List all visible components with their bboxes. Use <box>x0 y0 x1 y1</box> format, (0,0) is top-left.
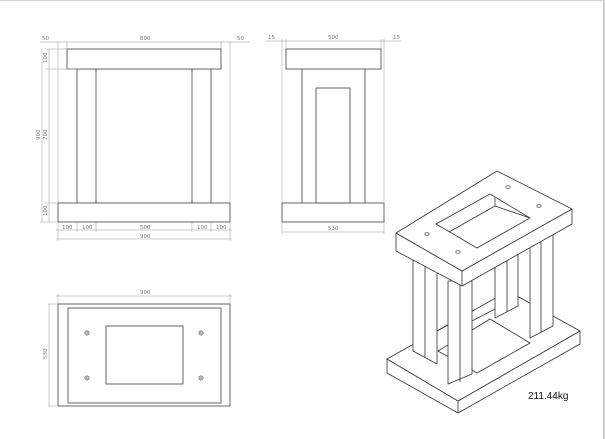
dim-front-bottom-3: 500 <box>140 225 151 231</box>
side-top-slab <box>285 48 382 70</box>
dim-front-bottom-4: 100 <box>197 225 208 231</box>
bolt-hole-icon <box>455 250 461 254</box>
side-bottom-slab <box>281 202 385 223</box>
dim-front-top-mid: 800 <box>140 36 151 42</box>
plan-opening <box>105 325 184 385</box>
dim-front-top-slab: 100 <box>43 52 49 63</box>
dim-front-bottom-slab: 100 <box>43 205 49 216</box>
dim-side-top-right: 15 <box>393 35 400 41</box>
front-view: 50 800 50 100 700 100 900 100 100 500 10… <box>36 36 250 241</box>
bolt-hole-icon <box>536 204 542 208</box>
dim-side-top-left: 15 <box>268 35 275 41</box>
dim-front-bottom-2: 100 <box>82 225 93 231</box>
dim-side-top-mid: 500 <box>328 35 339 41</box>
front-top-slab <box>66 48 222 70</box>
bolt-icon <box>84 375 90 381</box>
bolt-icon <box>198 375 204 381</box>
side-inner-leg <box>315 87 351 204</box>
dim-front-top-left: 50 <box>42 36 49 42</box>
plan-inner <box>67 307 222 404</box>
side-view: 15 500 15 530 <box>266 35 402 234</box>
bolt-hole-icon <box>505 185 511 189</box>
dim-side-depth: 530 <box>328 226 339 232</box>
isometric-view <box>386 170 581 414</box>
dim-plan-depth: 530 <box>43 348 49 359</box>
front-bottom-slab <box>57 202 231 223</box>
dim-front-width: 900 <box>140 234 151 240</box>
dim-plan-width: 900 <box>140 290 151 296</box>
dim-front-bottom-5: 100 <box>216 225 227 231</box>
bolt-icon <box>198 330 204 336</box>
dim-front-bottom-1: 100 <box>62 225 73 231</box>
bolt-icon <box>84 330 90 336</box>
dim-front-legs: 700 <box>43 129 49 140</box>
weight-label: 211.44kg <box>528 391 569 402</box>
bolt-hole-icon <box>424 232 430 236</box>
dim-front-top-right: 50 <box>237 36 244 42</box>
plan-outer <box>57 303 231 407</box>
dim-front-height: 900 <box>36 129 42 140</box>
plan-view: 900 530 <box>43 290 232 407</box>
